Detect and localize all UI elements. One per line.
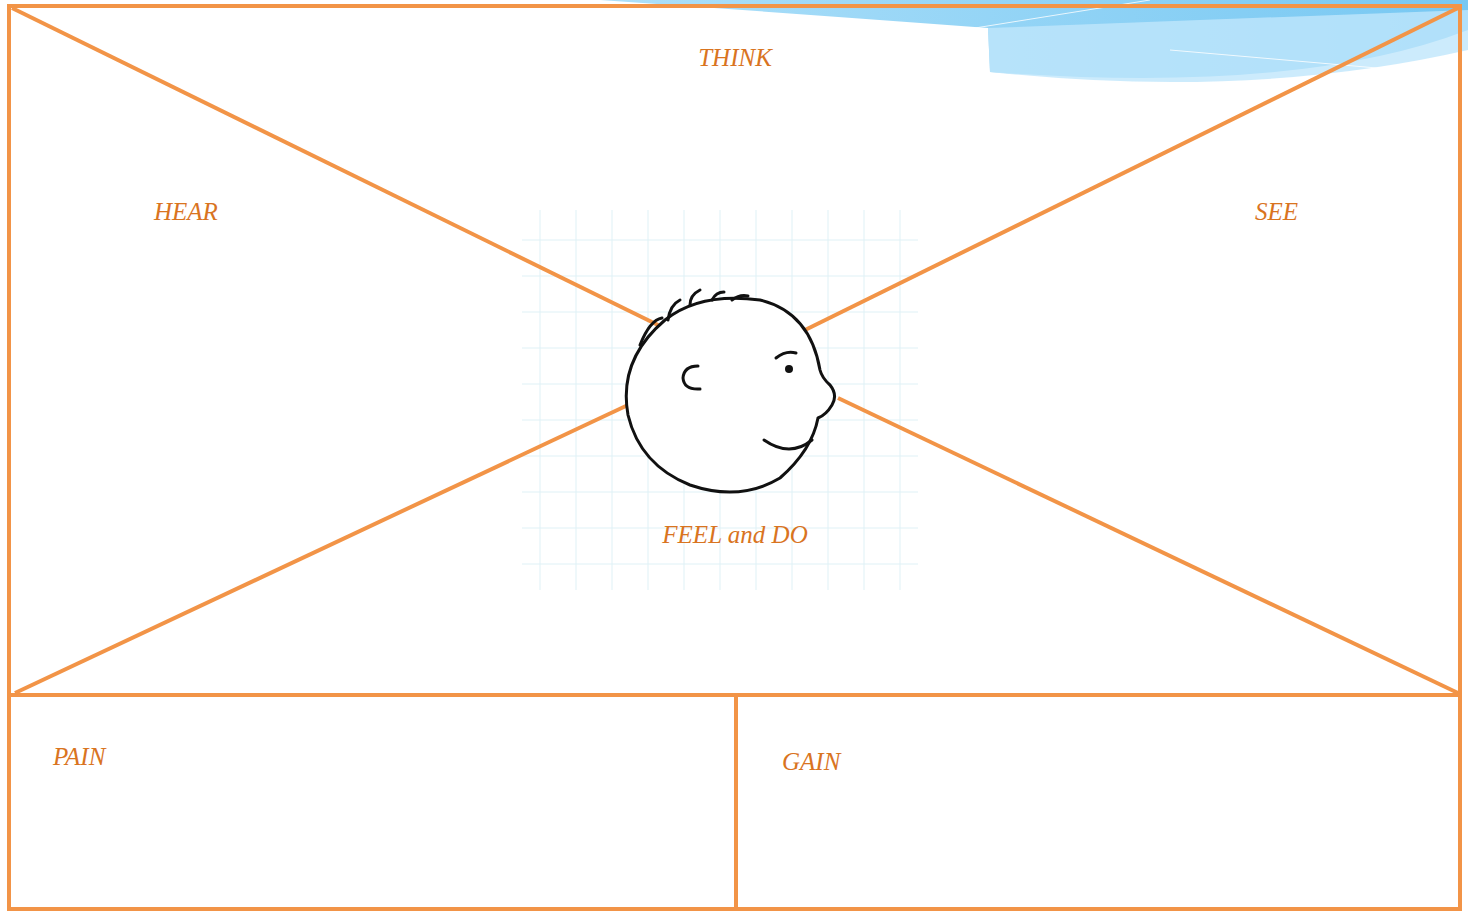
quadrant-label: SEE xyxy=(1255,197,1298,227)
quadrant-label: THINK xyxy=(9,43,1461,73)
quadrant-label: HEAR xyxy=(154,197,218,227)
feel-do-region: FEEL and DO xyxy=(9,385,1461,695)
triangle-shape xyxy=(9,5,735,695)
gain-box: GAIN xyxy=(736,695,1461,910)
triangle-shape xyxy=(9,385,1461,695)
triangle-shape xyxy=(9,5,1461,385)
see-region: SEE xyxy=(735,5,1461,695)
triangle-outline xyxy=(9,5,735,695)
quadrant-label: GAIN xyxy=(782,747,840,777)
hear-region: HEAR xyxy=(9,5,735,695)
pain-box: PAIN xyxy=(9,695,736,910)
triangle-shape xyxy=(735,5,1461,695)
quadrant-label: PAIN xyxy=(53,742,105,772)
think-region: THINK xyxy=(9,5,1461,385)
face-drawing xyxy=(626,290,834,492)
quadrant-label: FEEL and DO xyxy=(9,520,1461,550)
frame-lines xyxy=(9,6,1460,909)
triangle-outline xyxy=(735,5,1461,695)
